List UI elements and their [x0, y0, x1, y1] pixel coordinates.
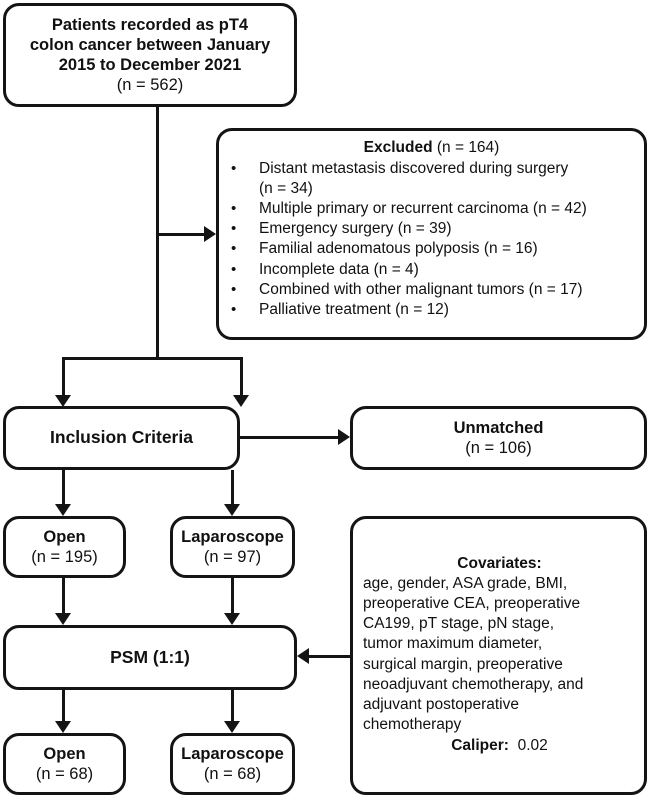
bullet-icon: •	[231, 300, 237, 318]
list-item: • Emergency surgery (n = 39)	[229, 219, 634, 239]
excluded-item-6-text: Palliative treatment (n = 12)	[259, 300, 449, 318]
arrowhead-psm-right	[224, 613, 240, 625]
open-pre-label: Open	[43, 527, 86, 546]
connector-inclusion-to-open-pre	[62, 470, 65, 506]
connector-bracket-left-drop	[62, 357, 65, 399]
source-line-3: 2015 to December 2021	[58, 56, 242, 74]
bullet-icon: •	[231, 280, 237, 298]
covariates-line-3: tumor maximum diameter,	[363, 635, 543, 653]
lap-pre-label: Laparoscope	[181, 527, 284, 546]
open-post-count: (n = 68)	[35, 765, 94, 783]
caliper-row: Caliper: 0.02	[363, 737, 636, 756]
covariates-line-7: chemotherapy	[363, 715, 462, 733]
box-psm: PSM (1:1)	[3, 625, 297, 690]
source-count: (n = 562)	[116, 76, 184, 95]
caliper-value: 0.02	[517, 737, 548, 755]
box-excluded: Excluded (n = 164) • Distant metastasis …	[216, 128, 647, 340]
arrowhead-to-excluded	[204, 226, 216, 242]
arrowhead-open-post	[55, 721, 71, 733]
excluded-header: Excluded (n = 164)	[229, 139, 634, 158]
excluded-item-3-text: Familial adenomatous polyposis (n = 16)	[259, 240, 538, 258]
box-source-population: Patients recorded as pT4 colon cancer be…	[3, 3, 297, 107]
box-unmatched: Unmatched (n = 106)	[350, 406, 647, 470]
box-open-pre-psm: Open (n = 195)	[3, 516, 126, 578]
inclusion-label: Inclusion Criteria	[50, 427, 193, 448]
connector-psm-to-lap-post	[231, 690, 234, 725]
excluded-item-1-text: Multiple primary or recurrent carcinoma …	[259, 200, 587, 218]
covariates-title: Covariates:	[457, 555, 542, 573]
bullet-icon: •	[231, 200, 237, 218]
box-covariates: Covariates: age, gender, ASA grade, BMI,…	[350, 516, 647, 795]
arrowhead-inclusion-right	[233, 395, 249, 407]
excluded-item-0-count: (n = 34)	[259, 180, 313, 198]
excluded-item-4-text: Incomplete data (n = 4)	[259, 260, 419, 278]
lap-post-label: Laparoscope	[181, 744, 284, 763]
list-item: • Combined with other malignant tumors (…	[229, 280, 634, 300]
excluded-header-count: (n = 164)	[432, 139, 500, 156]
covariates-line-4: surgical margin, preoperative	[363, 655, 563, 673]
arrowhead-lap-pre	[224, 504, 240, 516]
list-item: • Palliative treatment (n = 12)	[229, 300, 634, 320]
covariates-line-1: preoperative CEA, preoperative	[363, 595, 581, 613]
list-item: • Familial adenomatous polyposis (n = 16…	[229, 239, 634, 259]
connector-inclusion-to-unmatched	[240, 436, 340, 439]
excluded-item-2-text: Emergency surgery (n = 39)	[259, 220, 452, 238]
excluded-item-5-text: Combined with other malignant tumors (n …	[259, 280, 583, 298]
caliper-label: Caliper:	[451, 737, 509, 755]
unmatched-label: Unmatched	[453, 418, 544, 437]
box-open-post-psm: Open (n = 68)	[3, 733, 126, 795]
list-item: • Distant metastasis discovered during s…	[229, 159, 634, 199]
source-line-1: Patients recorded as pT4	[51, 15, 249, 34]
lap-pre-count: (n = 97)	[203, 548, 262, 566]
connector-to-excluded	[156, 233, 206, 236]
covariates-line-5: neoadjuvant chemotherapy, and	[363, 675, 584, 693]
connector-psm-to-open-post	[62, 690, 65, 725]
arrowhead-psm-left	[55, 613, 71, 625]
open-post-label: Open	[43, 744, 86, 763]
arrowhead-open-pre	[55, 504, 71, 516]
arrowhead-to-unmatched	[338, 429, 350, 445]
unmatched-count: (n = 106)	[465, 439, 532, 457]
psm-label: PSM (1:1)	[110, 646, 190, 667]
connector-open-pre-to-psm	[62, 578, 65, 617]
arrowhead-inclusion-left	[55, 395, 71, 407]
connector-bracket-inclusion	[62, 357, 243, 360]
excluded-item-0-text: Distant metastasis discovered during sur…	[259, 159, 569, 177]
box-laparoscope-pre-psm: Laparoscope (n = 97)	[170, 516, 295, 578]
connector-bracket-right-drop	[240, 357, 243, 399]
box-inclusion-criteria: Inclusion Criteria	[3, 406, 240, 470]
bullet-icon: •	[231, 260, 237, 278]
arrowhead-to-psm-from-covariates	[297, 648, 309, 664]
box-laparoscope-post-psm: Laparoscope (n = 68)	[170, 733, 295, 795]
open-pre-count: (n = 195)	[31, 548, 98, 566]
covariates-line-6: adjuvant postoperative	[363, 695, 519, 713]
arrowhead-lap-post	[224, 721, 240, 733]
source-line-2: colon cancer between January	[29, 35, 271, 54]
covariates-line-0: age, gender, ASA grade, BMI,	[363, 574, 568, 592]
connector-inclusion-to-lap-pre	[231, 470, 234, 506]
bullet-icon: •	[231, 240, 237, 258]
connector-lap-pre-to-psm	[231, 578, 234, 617]
lap-post-count: (n = 68)	[203, 765, 262, 783]
connector-covariates-to-psm	[309, 655, 351, 658]
list-item: • Multiple primary or recurrent carcinom…	[229, 199, 634, 219]
list-item: • Incomplete data (n = 4)	[229, 260, 634, 280]
bullet-icon: •	[231, 220, 237, 238]
connector-source-trunk	[156, 107, 159, 358]
bullet-icon: •	[231, 159, 237, 177]
covariates-line-2: CA199, pT stage, pN stage,	[363, 615, 554, 633]
excluded-header-label: Excluded	[363, 139, 433, 156]
